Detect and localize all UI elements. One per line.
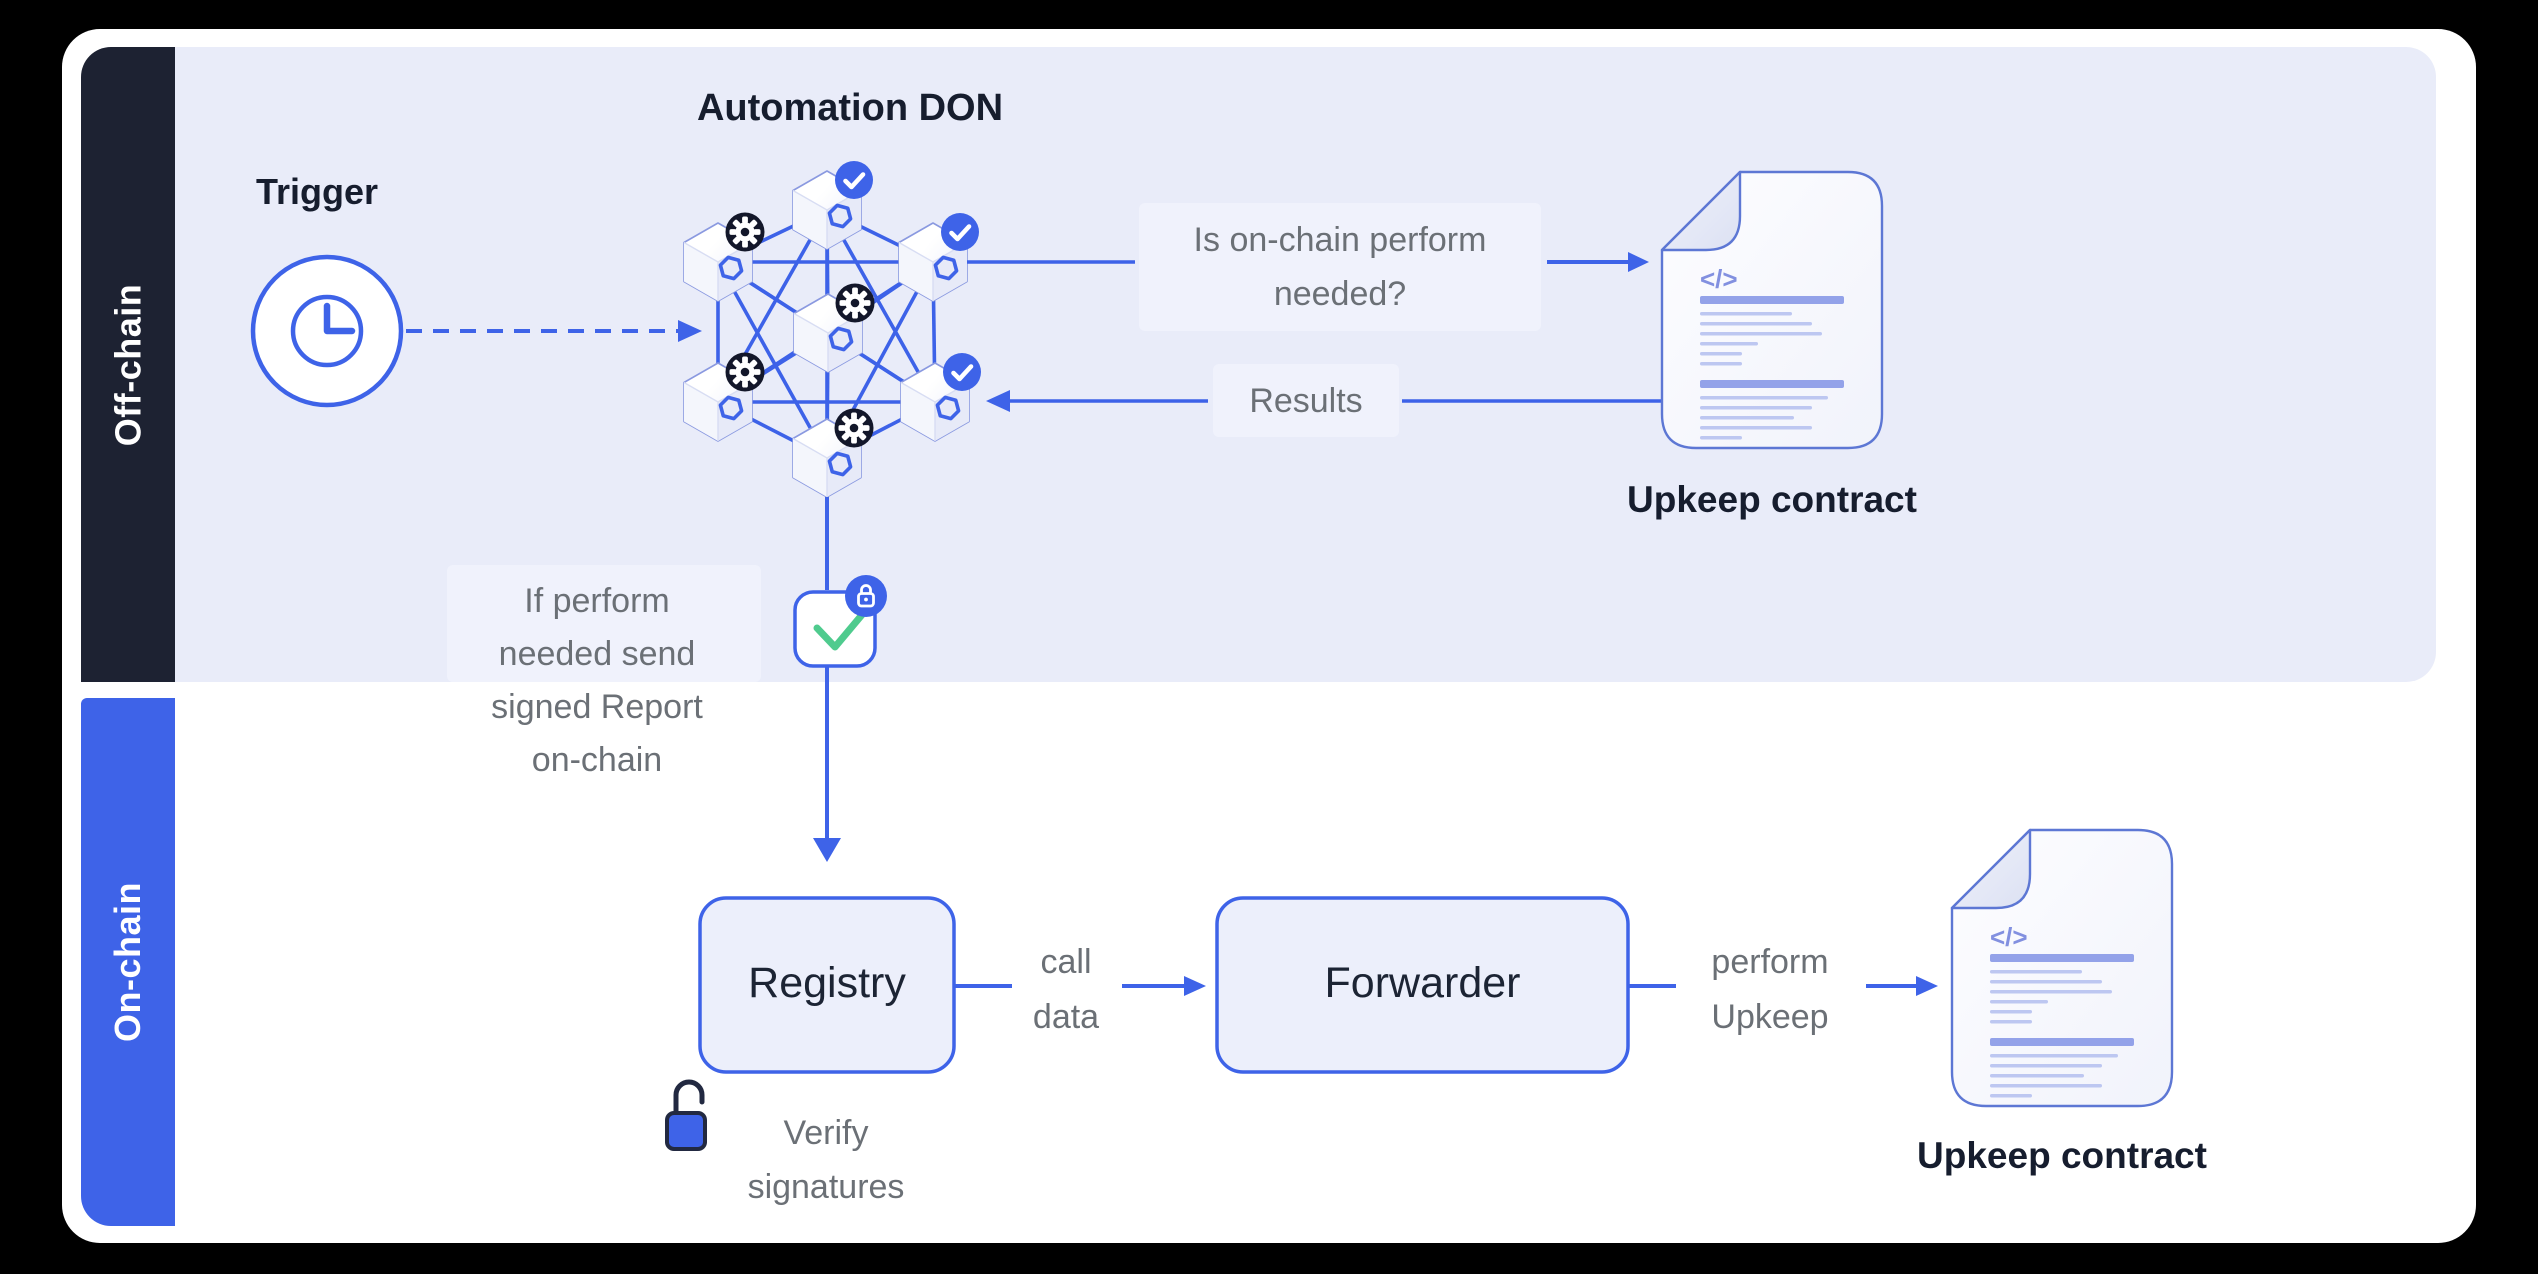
report-connector — [813, 497, 841, 862]
gear-icon — [835, 283, 875, 323]
check-badge-icon — [835, 161, 873, 199]
gear-icon — [834, 408, 874, 448]
trigger-label: Trigger — [255, 171, 379, 212]
report-note-line4: on-chain — [531, 741, 663, 779]
verify-line1: Verify — [783, 1114, 869, 1152]
question-line1: Is on-chain perform — [1193, 221, 1487, 259]
don-title: Automation DON — [696, 87, 1004, 129]
results-label: Results — [1249, 382, 1363, 420]
report-note-line1: If perform — [524, 582, 670, 620]
question-connector — [967, 252, 1649, 272]
registry-label: Registry — [748, 959, 906, 1007]
question-label: Is on-chain perform needed? — [1139, 213, 1541, 321]
sidebar-offchain: Off-chain — [81, 47, 175, 682]
report-note-line3: signed Report — [491, 688, 703, 726]
forwarder-label: Forwarder — [1324, 959, 1521, 1007]
perform-upkeep-line1: perform — [1711, 943, 1829, 981]
call-data-connector — [954, 976, 1206, 996]
upkeep-contract-label-top: Upkeep contract — [1627, 479, 1917, 520]
trigger-arrow — [406, 320, 702, 342]
results-connector — [986, 390, 1661, 412]
don-nodes — [682, 169, 971, 499]
document-icon — [1660, 170, 1884, 450]
gear-icon — [725, 212, 765, 252]
lock-badge-icon — [845, 575, 887, 617]
verify-line2: signatures — [747, 1168, 905, 1206]
question-line2: needed? — [1273, 275, 1407, 313]
gear-icon — [725, 352, 765, 392]
perform-upkeep-line2: Upkeep — [1711, 998, 1829, 1036]
clock-icon — [250, 254, 404, 408]
perform-upkeep-label: perform Upkeep — [1690, 935, 1850, 1045]
report-note-line2: needed send — [498, 635, 696, 673]
code-glyph: </> — [1990, 922, 2028, 952]
sidebar-onchain: On-chain — [81, 698, 175, 1226]
label-backdrops — [447, 203, 1541, 682]
call-data-line1: call — [1040, 943, 1092, 981]
upkeep-contract-label-bottom: Upkeep contract — [1917, 1135, 2207, 1176]
code-glyph: </> — [1700, 264, 1738, 294]
check-badge-icon — [941, 213, 979, 251]
signed-report-icon — [793, 575, 887, 668]
document-icon — [1950, 828, 2174, 1108]
verify-signatures-label: Verify signatures — [676, 1106, 976, 1214]
call-data-label: call data — [986, 935, 1146, 1045]
report-note: If perform needed send signed Report on-… — [422, 575, 772, 787]
call-data-line2: data — [1032, 998, 1100, 1036]
checkmark-icon — [813, 606, 870, 651]
unlock-icon — [665, 1079, 707, 1151]
check-badge-icon — [943, 353, 981, 391]
perform-upkeep-connector — [1628, 976, 1938, 996]
